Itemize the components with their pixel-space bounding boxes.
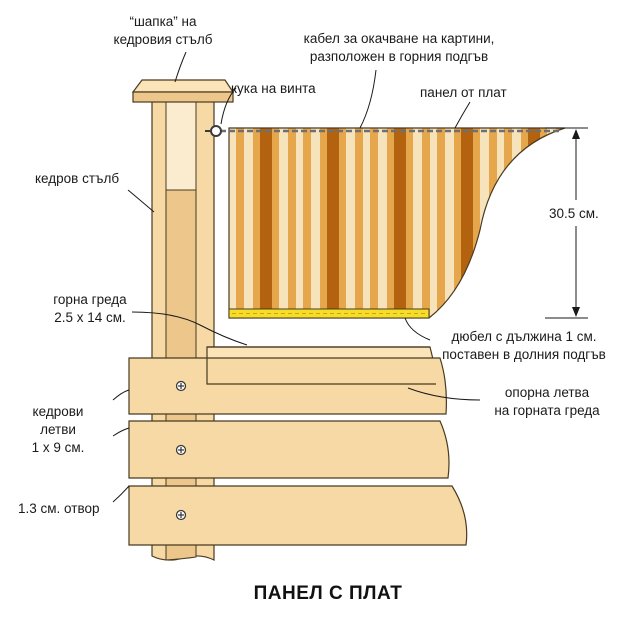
fabric-stripes [229,128,565,318]
fabric-stripe [406,128,413,318]
hole-label: 1.3 см. отвор [18,501,99,516]
fabric-stripe [378,128,387,318]
top-beam-label-line2: 2.5 x 14 см. [54,310,126,325]
fabric-stripe [346,128,355,318]
fabric-stripe [430,128,437,318]
slat-bottom [128,485,468,546]
height-label: 30.5 см. [549,206,599,221]
screw-hook-icon [205,125,222,137]
fabric-stripe [279,128,288,318]
screw-icon [175,380,187,392]
fabric-stripe [320,128,327,318]
cap-label-line1: “шапка” на [129,14,197,29]
hook-label: кука на винта [231,81,316,96]
fabric-panel-label: панел от плат [420,85,507,100]
screw-icon [175,509,187,521]
diagram-title: ПАНЕЛ С ПЛАТ [254,583,403,604]
fabric-stripe [303,128,311,318]
fabric-panel [228,127,566,319]
fabric-stripe [473,128,480,318]
cable-label-line1: кабел за окачване на картини, [304,31,495,46]
fabric-stripe [521,128,528,318]
fabric-stripe [370,128,378,318]
fabric-stripe [556,128,564,318]
height-dimension [545,127,588,319]
slat-top [128,357,447,415]
fabric-stripe [229,128,236,318]
fabric-stripe [422,128,430,318]
cable-label-line2: разположен в горния подгъв [310,49,488,64]
fabric-stripe [454,128,461,318]
fabric-stripe [327,128,339,318]
fabric-stripe [394,128,406,318]
support-label-line2: на горната греда [494,403,600,418]
fabric-stripe [547,128,556,318]
slats-label-line1: кедрови [33,404,84,419]
fabric-stripe [311,128,320,318]
post-label: кедров стълб [35,171,119,186]
fabric-stripe [288,128,296,318]
leader-lines [112,51,481,503]
fabric-stripe [540,128,547,318]
dowel-label-line1: дюбел с дължина 1 см. [452,329,597,344]
fabric-stripe [489,128,497,318]
support-label-line1: опорна летва [505,385,590,400]
cap-label-line2: кедровия стълб [114,32,213,47]
fabric-stripe [504,128,512,318]
fabric-stripe [260,128,272,318]
fabric-stripe [272,128,279,318]
fabric-stripe [564,128,565,318]
fabric-stripe [253,128,260,318]
slats-label-line3: 1 x 9 см. [32,440,85,455]
fabric-stripe [339,128,346,318]
screw-icon [175,444,187,456]
fabric-stripe [528,128,540,318]
fabric-stripe [437,128,445,318]
fabric-stripe [461,128,473,318]
dowel-hem [228,308,430,319]
slats-label-line2: летви [40,422,76,437]
fabric-stripe [244,128,253,318]
slat-middle [128,420,450,479]
fabric-stripe [363,128,370,318]
top-beam-label-line1: горна греда [53,292,127,307]
fabric-stripe [413,128,422,318]
fabric-stripe [497,128,504,318]
fabric-stripe [355,128,363,318]
fabric-stripe [236,128,244,318]
dowel-label-line2: поставен в долния подгъв [442,347,606,362]
fabric-stripe [387,128,394,318]
fabric-stripe [445,128,454,318]
fabric-stripe [296,128,303,318]
post-cap [131,79,235,103]
